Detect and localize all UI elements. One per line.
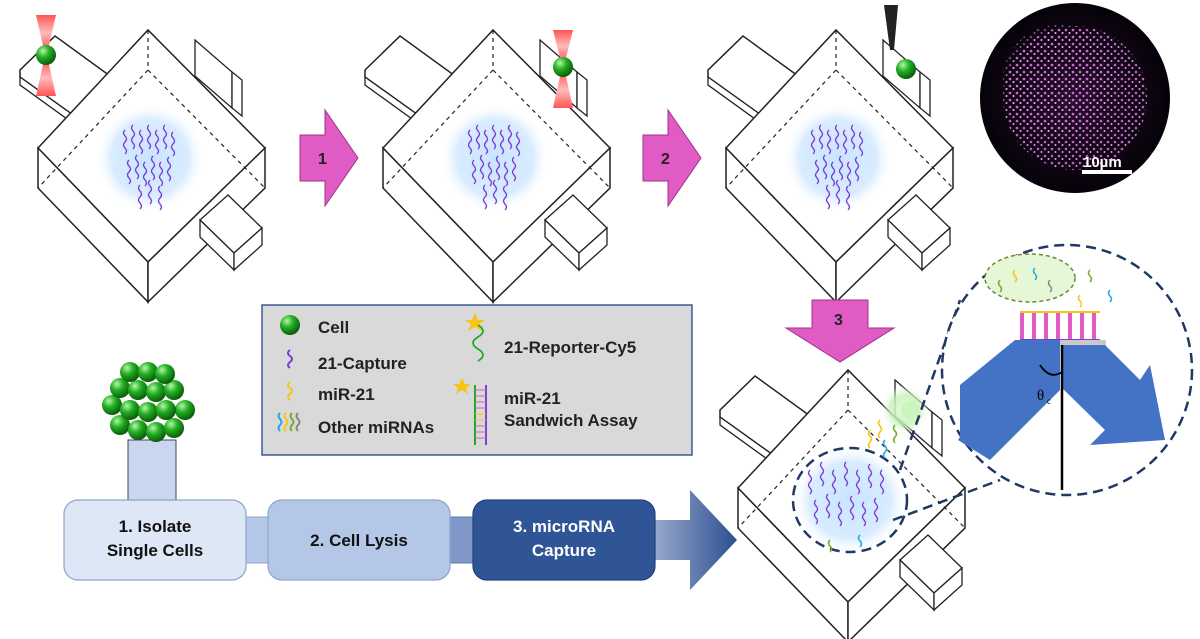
angle-subscript: c	[1047, 396, 1051, 406]
workflow-step-2-label: 2. Cell Lysis	[310, 531, 408, 550]
chip-1	[19, 15, 266, 303]
legend-mir21-label: miR-21	[318, 385, 375, 404]
legend-cell-label: Cell	[318, 318, 349, 337]
workflow-step-3-line-1: 3. microRNA	[513, 517, 615, 536]
chip-3	[707, 5, 954, 303]
legend-sandwich-icon	[453, 378, 487, 445]
legend-box: Cell 21-Capture miR-21 Other miRNAs 21-R…	[261, 304, 693, 456]
legend-sandwich-label-1: miR-21	[504, 389, 561, 408]
cell-icon	[553, 57, 573, 77]
workflow-step-3-line-2: Capture	[532, 541, 596, 560]
workflow-step-1-line-2: Single Cells	[107, 541, 203, 560]
optical-tweezer-2	[553, 30, 573, 108]
workflow: 1. Isolate Single Cells 2. Cell Lysis 3.…	[63, 490, 737, 590]
workflow-step-3	[472, 499, 656, 581]
angle-symbol: θ	[1037, 388, 1044, 404]
cell-cluster	[102, 362, 195, 501]
legend-other-label: Other miRNAs	[318, 418, 434, 437]
zoom-circle	[791, 446, 909, 554]
legend-capture-label: 21-Capture	[318, 354, 407, 373]
lysis-probe	[884, 5, 916, 79]
step-arrow-2: 2	[642, 108, 702, 208]
workflow-step-2	[267, 499, 451, 581]
legend-reporter-label: 21-Reporter-Cy5	[504, 338, 636, 357]
scale-bar-label: 10µm	[1083, 154, 1122, 171]
step-arrow-3: 3	[784, 299, 896, 363]
legend-mir21-icon	[287, 381, 293, 401]
zoom-line-bottom	[892, 478, 1001, 522]
step-arrow-2-label: 2	[661, 151, 670, 168]
cell-icon	[896, 59, 916, 79]
workflow-step-1-line-1: 1. Isolate	[119, 517, 192, 536]
surface-sandwich-array	[1020, 311, 1100, 341]
step-arrow-1-label: 1	[318, 151, 327, 168]
legend-reporter-icon	[465, 313, 485, 362]
legend-other-icon	[277, 412, 301, 432]
tirf-inset: θ c	[940, 243, 1194, 497]
legend-cell-icon	[280, 315, 300, 335]
chip-4	[719, 369, 966, 639]
fluorescence-micrograph: 10µm	[980, 3, 1170, 193]
sandwich-probes-chip	[807, 419, 898, 553]
step-arrow-1: 1	[299, 108, 359, 208]
legend-capture-icon	[287, 349, 293, 369]
optical-tweezer-1	[36, 15, 56, 96]
workflow-step-1	[63, 499, 247, 581]
cell-icon	[36, 45, 56, 65]
legend-sandwich-label-2: Sandwich Assay	[504, 411, 638, 430]
chip-2	[364, 29, 611, 303]
step-arrow-3-label: 3	[834, 312, 843, 329]
